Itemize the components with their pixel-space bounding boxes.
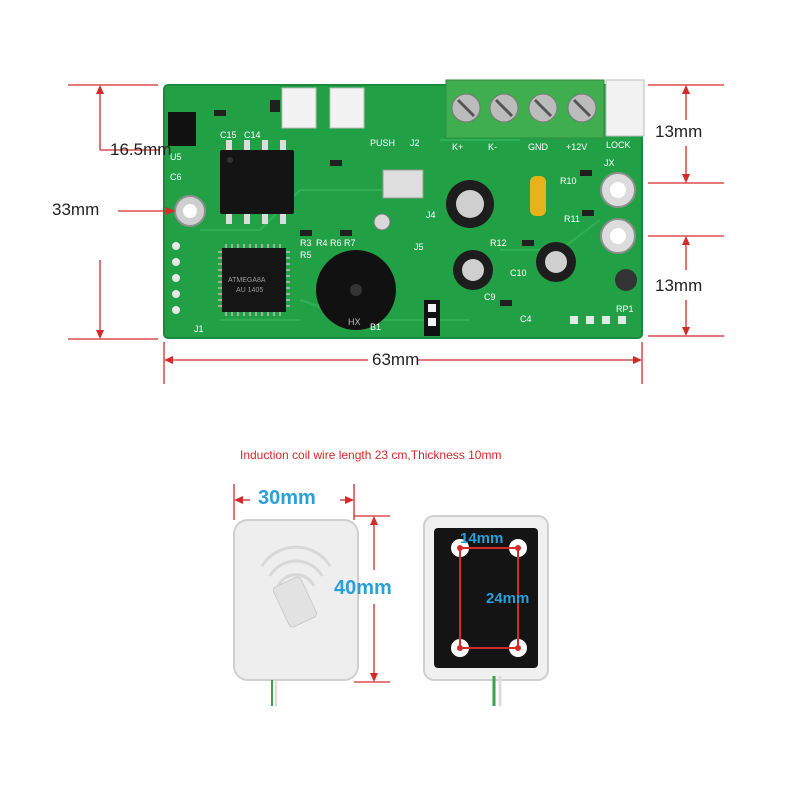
silk-kminus: K- xyxy=(488,142,497,152)
silk-u5: U5 xyxy=(170,152,182,162)
silk-r11: R11 xyxy=(564,214,580,224)
capacitor xyxy=(446,180,494,228)
dim-label-13mm-top: 13mm xyxy=(655,122,703,141)
silk-j2: J2 xyxy=(410,138,420,148)
jst-connector-3 xyxy=(605,79,645,137)
silk-r4: R4 xyxy=(316,238,328,248)
silk-push: PUSH xyxy=(370,138,395,148)
silk-rp1: RP1 xyxy=(616,304,634,314)
silk-hx: HX xyxy=(348,317,361,327)
silk-r7: R7 xyxy=(344,238,356,248)
silk-c14: C14 xyxy=(244,130,261,140)
silk-c15: C15 xyxy=(220,130,237,140)
switch-component xyxy=(382,169,424,199)
silk-atmega: ATMEGA8A xyxy=(228,277,266,284)
buzzer xyxy=(316,250,396,330)
jst-connector-1 xyxy=(281,87,317,129)
coil-hole-horizontal-label: 14mm xyxy=(460,530,504,547)
film-capacitor xyxy=(530,176,546,216)
header-pins xyxy=(424,300,440,336)
edge-pads xyxy=(172,242,626,324)
silk-r5: R5 xyxy=(300,250,312,260)
mcu-chip xyxy=(218,244,290,316)
dim-label-63mm: 63mm xyxy=(372,350,420,369)
dip-ic xyxy=(220,140,294,224)
silk-r6: R6 xyxy=(330,238,342,248)
silk-c9: C9 xyxy=(484,292,496,302)
pcb-dimension-lines xyxy=(68,84,724,384)
silk-j1: J1 xyxy=(194,324,204,334)
coil-caption: Induction coil wire length 23 cm,Thickne… xyxy=(240,448,502,462)
silk-au: AU 1405 xyxy=(236,287,263,294)
silk-c6: C6 xyxy=(170,172,182,182)
dim-label-16-5mm: 16.5mm xyxy=(110,140,172,159)
coil-back xyxy=(423,515,549,706)
dim-label-33mm: 33mm xyxy=(52,200,100,219)
silk-j4: J4 xyxy=(426,210,436,220)
silk-r12: R12 xyxy=(490,238,507,248)
coil-front xyxy=(233,519,359,706)
coil-height-label: 40mm xyxy=(334,577,392,599)
silk-c4: C4 xyxy=(520,314,532,324)
screw-terminal-block xyxy=(445,79,605,139)
coil-width-label: 30mm xyxy=(258,487,316,509)
transistor xyxy=(615,269,637,291)
silk-b1: B1 xyxy=(370,322,381,332)
silk-r10: R10 xyxy=(560,176,577,186)
silk-j5: J5 xyxy=(414,242,424,252)
silk-lock: LOCK xyxy=(606,140,631,150)
silk-kplus: K+ xyxy=(452,142,463,152)
capacitor xyxy=(453,250,493,290)
silk-jx: JX xyxy=(604,158,615,168)
regulator-chip xyxy=(168,112,196,146)
jst-connector-2 xyxy=(329,87,365,129)
led xyxy=(373,213,391,231)
coil-hole-vertical-label: 24mm xyxy=(486,590,530,607)
silk-12v: +12V xyxy=(566,142,587,152)
silk-gnd: GND xyxy=(528,142,549,152)
capacitor xyxy=(536,242,576,282)
silk-c10: C10 xyxy=(510,268,527,278)
coil-dimension-lines xyxy=(233,484,390,683)
dim-label-13mm-bottom: 13mm xyxy=(655,276,703,295)
pcb-board: U5 C6 C15 C14 R3 R4 R5 R6 R7 J2 PUSH K+ … xyxy=(163,79,645,339)
silk-r3: R3 xyxy=(300,238,312,248)
